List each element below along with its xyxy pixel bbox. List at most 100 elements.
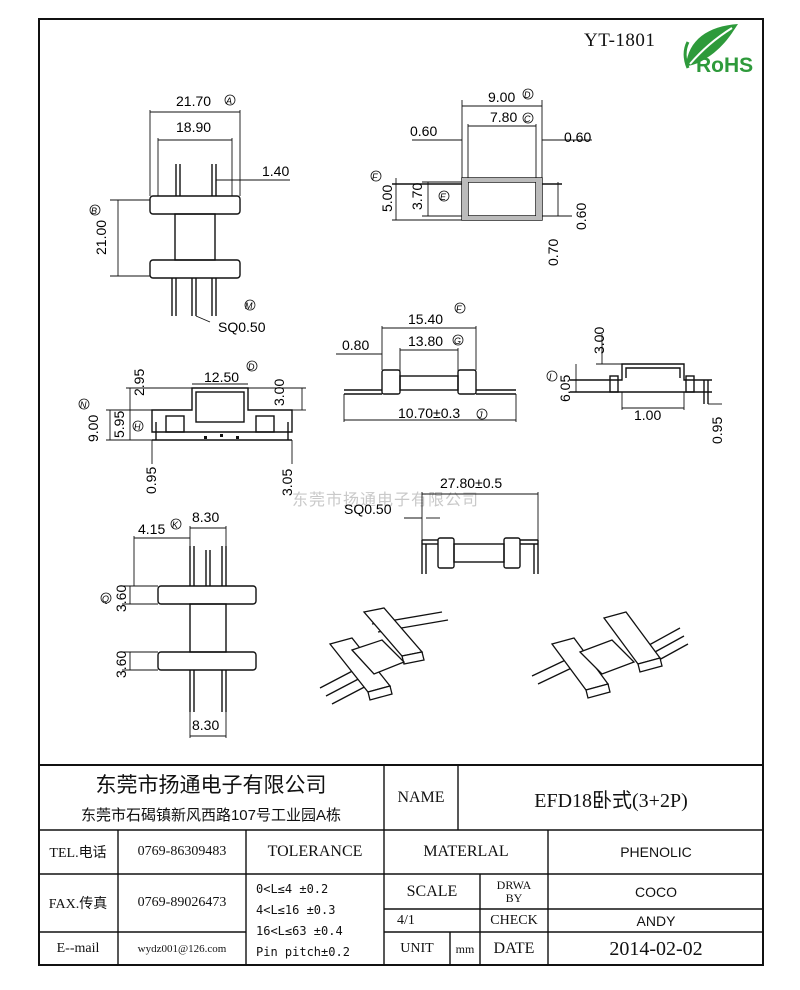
part-number: YT-1801 <box>584 30 656 51</box>
side-bottom-left: 0.95 <box>143 467 159 494</box>
watermark: 东莞市扬通电子有限公司 <box>292 492 480 509</box>
front-pin-sq: SQ0.50 <box>218 319 266 335</box>
middle-ref-length: F <box>456 304 462 314</box>
profile-view: 3.00 I 6.05 1.00 0.95 <box>546 327 725 444</box>
section-ref-width: D <box>524 90 531 100</box>
email-value: wydz001@126.com <box>137 943 227 955</box>
front-height: 21.00 <box>93 220 109 255</box>
side-right-top: 3.00 <box>271 379 287 406</box>
profile-height: 3.00 <box>591 327 607 354</box>
front-core <box>174 213 216 261</box>
plan-h1: 3.60 <box>113 585 129 612</box>
section-outer-frame <box>461 177 543 221</box>
profile-pin-off: 0.95 <box>709 417 725 444</box>
rohs-leaf-icon <box>683 24 738 69</box>
material-value: PHENOLIC <box>620 844 692 860</box>
date-label: DATE <box>493 940 535 957</box>
front-top-flange <box>149 195 241 215</box>
middle-length: 15.40 <box>408 311 443 327</box>
section-height-inner: 3.70 <box>409 183 425 210</box>
bottom-view: 27.80±0.5 SQ0.50 <box>344 475 539 574</box>
section-view: 9.00 D 7.80 C 0.60 0.60 F 5.00 3.70 E 0.… <box>370 88 592 266</box>
drawn-value: COCO <box>635 883 677 900</box>
profile-depth: 6.05 <box>557 375 573 402</box>
front-view: 21.70 A 18.90 1.40 B 21.00 M SQ0.50 <box>89 93 290 335</box>
plan-flange-off: 4.15 <box>138 521 165 537</box>
section-wall-left: 0.60 <box>410 123 437 139</box>
side-width: 12.50 <box>204 369 239 385</box>
profile-offset: 1.00 <box>634 407 661 423</box>
front-pin-thick: 1.40 <box>262 163 289 179</box>
rohs-label: RoHS <box>696 54 754 77</box>
plan-width-top: 8.30 <box>192 509 219 525</box>
unit-value: mm <box>455 941 475 956</box>
material-label: MATERLAL <box>423 843 509 860</box>
middle-span: 10.70±0.3 <box>398 405 460 421</box>
fax-label: FAX.传真 <box>48 897 108 912</box>
side-h-total: 9.00 <box>85 415 101 442</box>
plan-ref-h1: Q <box>102 594 109 604</box>
section-wall-right: 0.60 <box>564 129 591 145</box>
title-block-grid <box>38 766 764 966</box>
isometric-view-1 <box>319 607 449 705</box>
plan-h2: 3.60 <box>113 651 129 678</box>
middle-ref-span: J <box>477 410 483 420</box>
email-label: E--mail <box>56 941 100 956</box>
unit-label: UNIT <box>400 941 434 956</box>
section-thick-right: 0.60 <box>573 203 589 230</box>
check-label: CHECK <box>490 912 538 928</box>
name-value: EFD18卧式(3+2P) <box>534 789 688 812</box>
front-ref-pin: M <box>245 301 253 311</box>
tol-line-3: 16<L≤63 ±0.4 <box>256 924 343 938</box>
tel-label: TEL.电话 <box>49 846 107 861</box>
side-view: 12.50 D 2.95 3.00 N 9.00 5.95 H 0.95 3.0… <box>78 360 306 496</box>
middle-length-inner: 13.80 <box>408 333 443 349</box>
front-bottom-flange <box>149 259 241 279</box>
middle-ref-inner: G <box>454 336 461 346</box>
section-bottom: 0.70 <box>545 239 561 266</box>
front-width-outer: 21.70 <box>176 93 211 109</box>
side-ref-total: N <box>80 400 87 410</box>
tolerance-label: TOLERANCE <box>267 843 363 860</box>
side-ref-width: D <box>248 362 255 372</box>
plan-ref-off: K <box>172 520 179 530</box>
drawn-label-line1: DRWA <box>496 877 532 892</box>
fax-value: 0769-89026473 <box>137 895 227 910</box>
middle-view: 15.40 F 13.80 G 0.80 10.70±0.3 J <box>336 302 517 422</box>
rohs-logo: RoHS <box>678 20 766 80</box>
check-value: ANDY <box>636 912 676 929</box>
sheet-border <box>38 18 764 966</box>
tol-line-4: Pin pitch±0.2 <box>256 945 350 959</box>
middle-flange: 0.80 <box>342 337 369 353</box>
side-bottom-right: 3.05 <box>279 469 295 496</box>
company-address: 东莞市石碣镇新风西路107号工业园A栋 <box>80 806 342 824</box>
profile-ref-depth: I <box>549 372 552 382</box>
section-width-outer: 9.00 <box>488 89 515 105</box>
plan-width-bottom: 8.30 <box>192 717 219 733</box>
section-ref-inner: C <box>524 114 531 124</box>
plan-view: 4.15 K 8.30 Q 3.60 3.60 8.30 <box>100 509 257 738</box>
date-value: 2014-02-02 <box>609 937 703 960</box>
section-height-outer: 5.00 <box>379 185 395 212</box>
company-name: 东莞市扬通电子有限公司 <box>95 774 327 797</box>
front-ref-width: A <box>225 96 232 106</box>
section-width-inner: 7.80 <box>490 109 517 125</box>
section-ref-inner-h: E <box>440 192 447 202</box>
front-ref-height: B <box>91 206 97 216</box>
section-ref-height: F <box>372 172 378 182</box>
tol-line-2: 4<L≤16 ±0.3 <box>256 903 336 917</box>
scale-label: SCALE <box>406 882 458 900</box>
scale-value: 4/1 <box>397 912 415 928</box>
name-label: NAME <box>397 789 445 806</box>
isometric-view-2 <box>531 611 689 699</box>
drawn-label-line2: BY <box>505 890 523 905</box>
side-top: 2.95 <box>131 369 147 396</box>
side-h-mid: 5.95 <box>111 411 127 438</box>
front-width-inner: 18.90 <box>176 119 211 135</box>
bottom-span: 27.80±0.5 <box>440 475 502 491</box>
tol-line-1: 0<L≤4 ±0.2 <box>256 882 329 896</box>
title-block: 东莞市扬通电子有限公司 东莞市石碣镇新风西路107号工业园A栋 NAME EFD… <box>38 764 764 966</box>
bottom-pin-sq: SQ0.50 <box>344 501 392 517</box>
side-ref-mid: H <box>134 422 141 432</box>
